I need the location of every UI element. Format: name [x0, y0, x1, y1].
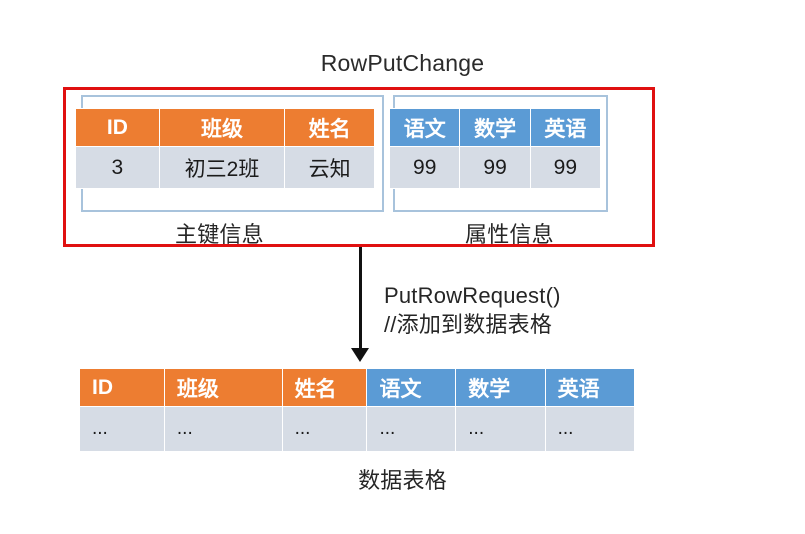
pk-value-cell: 3	[75, 146, 160, 189]
data-table-value-cell: ...	[163, 406, 283, 452]
table-row: ... ... ... ... ... ...	[79, 406, 636, 452]
attr-value-cell: 99	[388, 146, 461, 189]
pk-header-cell: 班级	[158, 108, 286, 147]
data-table-value-cell: ...	[281, 406, 368, 452]
table-row: ID 班级 姓名 语文 数学 英语	[79, 368, 636, 407]
pk-value-cell: 初三2班	[158, 146, 286, 189]
data-table-value-cell: ...	[79, 406, 165, 452]
flow-arrow-head-icon	[351, 348, 369, 362]
attr-value-cell: 99	[529, 146, 602, 189]
flow-arrow-line	[359, 247, 362, 352]
attribute-table: 语文 数学 英语 99 99 99	[388, 108, 602, 189]
data-table-header-cell: ID	[79, 368, 165, 407]
primary-key-group-caption: 主键信息	[175, 222, 264, 247]
add-to-data-table-comment: //添加到数据表格	[384, 312, 553, 338]
attribute-group-caption: 属性信息	[465, 222, 554, 247]
data-table-header-cell: 数学	[455, 368, 546, 407]
table-row: ID 班级 姓名	[75, 108, 375, 147]
pk-header-cell: ID	[75, 108, 160, 147]
diagram-title: RowPutChange	[320, 50, 485, 76]
attr-header-cell: 英语	[529, 108, 602, 147]
data-table-header-cell: 英语	[544, 368, 636, 407]
flow-arrow-annotation: PutRowRequest() //添加到数据表格	[384, 281, 561, 340]
table-row: 语文 数学 英语	[388, 108, 602, 147]
data-table-header-cell: 语文	[366, 368, 457, 407]
primary-key-table: ID 班级 姓名 3 初三2班 云知	[75, 108, 375, 189]
attr-header-cell: 语文	[388, 108, 461, 147]
data-table-header-cell: 班级	[163, 368, 283, 407]
pk-value-cell: 云知	[284, 146, 375, 189]
data-table-header-cell: 姓名	[281, 368, 368, 407]
data-table: ID 班级 姓名 语文 数学 英语 ... ... ... ... ... ..…	[79, 368, 636, 452]
pk-header-cell: 姓名	[284, 108, 375, 147]
data-table-value-cell: ...	[455, 406, 546, 452]
table-row: 99 99 99	[388, 146, 602, 189]
data-table-caption: 数据表格	[358, 468, 447, 493]
data-table-value-cell: ...	[544, 406, 636, 452]
attr-value-cell: 99	[459, 146, 531, 189]
table-row: 3 初三2班 云知	[75, 146, 375, 189]
attr-header-cell: 数学	[459, 108, 531, 147]
put-row-request-label: PutRowRequest()	[384, 283, 561, 308]
data-table-value-cell: ...	[366, 406, 457, 452]
